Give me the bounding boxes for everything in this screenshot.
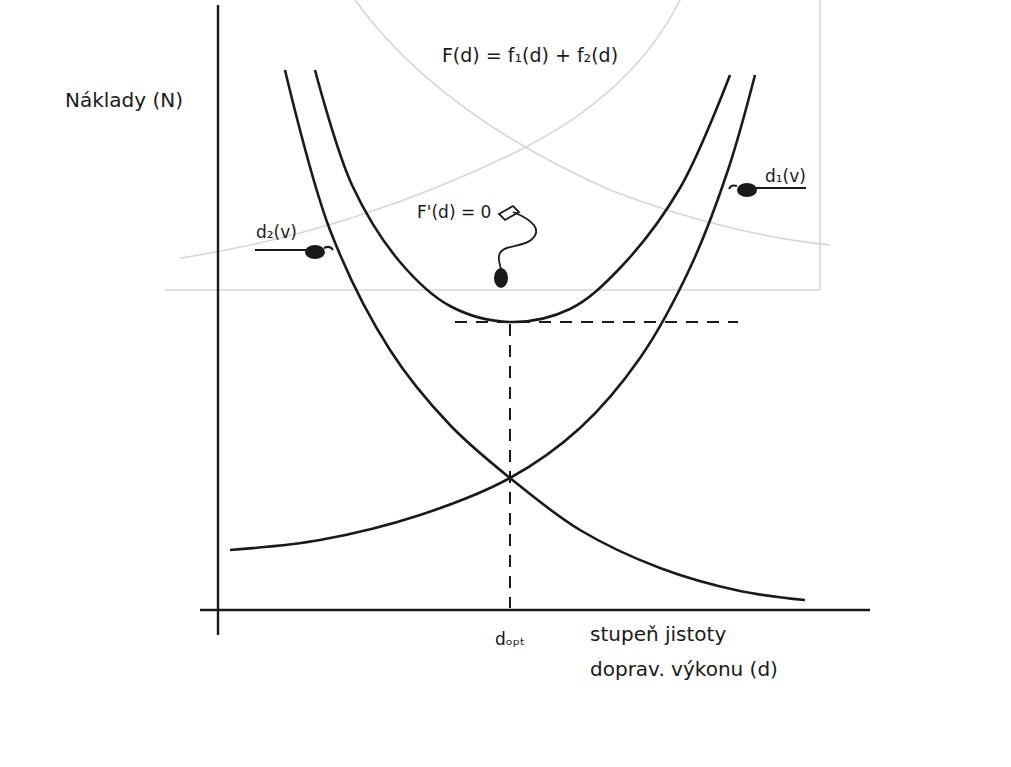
hand-icon [737,183,757,197]
hand-finger [729,185,737,189]
derivative-label: F'(d) = 0 [417,203,491,223]
faint-curve [180,0,680,258]
minimum-guide [455,321,738,323]
optimum-guide [509,324,511,608]
leader-line [752,187,806,189]
axes [200,5,870,635]
formula-title: F(d) = f₁(d) + f₂(d) [442,45,618,67]
pointer-derivative [494,206,536,288]
hand-finger [324,247,333,250]
curve-f1 [230,75,755,550]
curves [230,70,805,600]
axis-title: doprav. výkonu (d) [590,658,778,681]
curve-total [315,70,730,322]
optimum-label: dₒₚₜ [495,630,525,650]
y-axis [217,5,219,635]
x-axis [200,609,870,611]
curve-label: d₂(v) [256,223,297,243]
pen-cord [499,212,536,270]
pointer-d2 [255,245,333,259]
leader-line [255,249,308,251]
axis-title: Náklady (N) [65,89,183,112]
faint-axis [819,0,821,290]
guides [455,322,738,608]
hand-icon [305,245,325,259]
faint-curve [355,0,830,245]
curve-f2 [285,70,805,600]
faint-axis [165,289,820,291]
hand-icon [494,268,508,288]
axis-title: stupeň jistoty [590,623,726,646]
curve-label: d₁(v) [765,167,806,187]
show-through-graph [165,0,830,290]
